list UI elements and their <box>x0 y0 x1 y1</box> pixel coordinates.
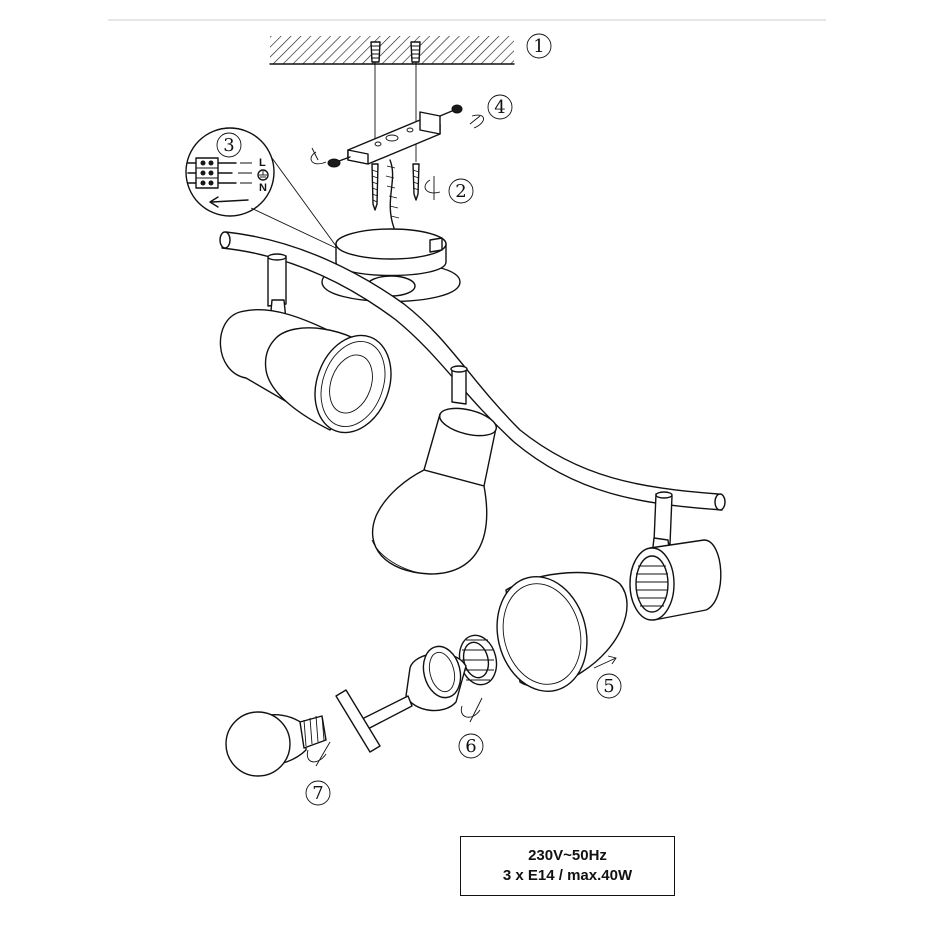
spec-bulbs: 3 x E14 / max.40W <box>502 867 633 884</box>
step-7-label: 7 <box>305 780 331 806</box>
power-cable <box>385 159 400 229</box>
screw-left <box>371 163 379 211</box>
screw-right <box>412 163 420 201</box>
rotate-arrow-icon <box>306 741 331 767</box>
terminal-block <box>195 157 219 189</box>
svg-text:6: 6 <box>465 736 476 757</box>
step-3-label: 3 <box>216 132 242 158</box>
svg-text:7: 7 <box>312 783 323 804</box>
ceiling <box>269 36 515 65</box>
step-4-label: 4 <box>487 94 513 120</box>
curved-bar <box>219 231 726 511</box>
spec-voltage: 230V~50Hz <box>528 847 607 864</box>
mounting-bracket <box>347 111 441 165</box>
svg-text:1: 1 <box>533 36 544 57</box>
spotlight-middle <box>371 365 497 575</box>
bracket-screw-right <box>439 104 463 117</box>
rotate-arrow-icon <box>460 697 483 723</box>
arrow-left-icon <box>209 196 249 208</box>
ceiling-canopy <box>321 228 461 303</box>
step-6-label: 6 <box>458 733 484 759</box>
wire-neutral-label: N <box>259 182 267 194</box>
lamp-holder-ring <box>458 634 498 686</box>
spec-box: 230V~50Hz 3 x E14 / max.40W <box>460 836 675 896</box>
step-5-label: 5 <box>596 673 622 699</box>
spotlight-left <box>219 253 392 434</box>
wall-anchor-right <box>410 41 421 63</box>
lamp-holder <box>335 645 467 753</box>
spotlight-right <box>629 491 722 621</box>
wiring-detail: L N <box>185 127 337 249</box>
wall-anchor-left <box>370 41 381 63</box>
svg-text:3: 3 <box>223 135 234 156</box>
svg-text:2: 2 <box>455 181 466 202</box>
wire-live-label: L <box>259 157 266 169</box>
bracket-screw-left <box>327 156 351 168</box>
shade <box>496 571 628 692</box>
svg-text:5: 5 <box>603 676 614 697</box>
bulb <box>225 711 327 777</box>
step-1-label: 1 <box>526 33 552 59</box>
rotate-arrow-icon <box>310 114 484 200</box>
arrow-right-icon <box>593 655 617 669</box>
svg-text:4: 4 <box>494 97 505 118</box>
earth-icon <box>257 169 269 181</box>
step-2-label: 2 <box>448 178 474 204</box>
